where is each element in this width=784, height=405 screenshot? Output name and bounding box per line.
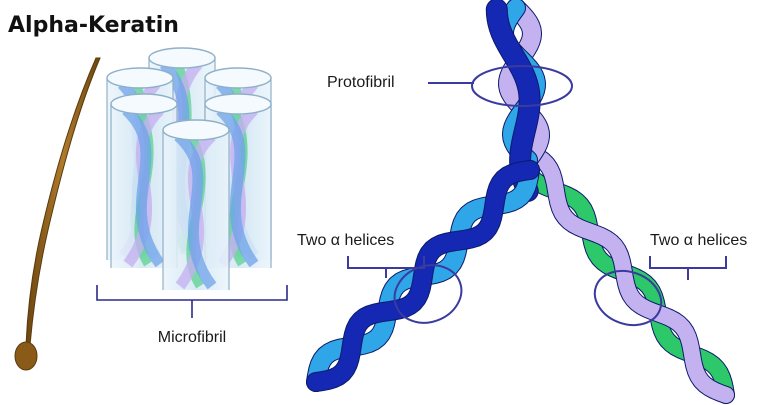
helix-lavender bbox=[522, 150, 726, 395]
protofibril-label: Protofibril bbox=[327, 74, 395, 91]
microfibril-bundle bbox=[107, 48, 271, 290]
helices-left-label: Two α helices bbox=[297, 232, 394, 249]
hair-strand bbox=[15, 58, 100, 370]
title: Alpha-Keratin bbox=[8, 13, 179, 38]
microfibril-label: Microfibril bbox=[158, 329, 226, 346]
helices-right-label: Two α helices bbox=[650, 232, 747, 249]
microfibril-tube bbox=[163, 120, 229, 290]
helix-blue bbox=[316, 170, 530, 382]
